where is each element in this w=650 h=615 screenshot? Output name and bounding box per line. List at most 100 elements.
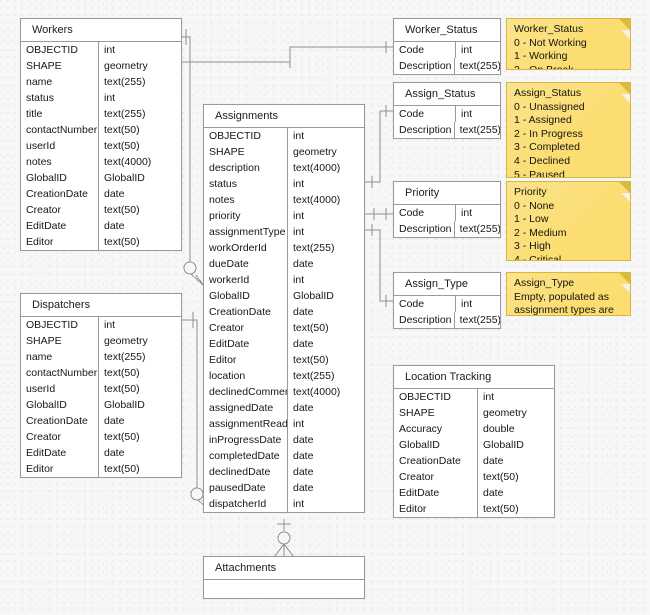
field-type: text(255) bbox=[459, 60, 500, 72]
field-name: assignedDate bbox=[204, 400, 288, 416]
field-name: Creator bbox=[394, 469, 478, 485]
field-name: description bbox=[204, 160, 288, 176]
note-fold-corner-icon bbox=[618, 19, 630, 41]
field-name: SHAPE bbox=[204, 144, 288, 160]
field-type: int bbox=[461, 298, 473, 310]
field-type: geometry bbox=[293, 146, 337, 158]
field-type: text(50) bbox=[104, 431, 140, 443]
field-name: CreationDate bbox=[394, 453, 478, 469]
field-type: geometry bbox=[104, 335, 148, 347]
field-type: text(255) bbox=[459, 223, 500, 235]
sticky-note-text: Worker_Status 0 - Not Working 1 - Workin… bbox=[514, 23, 587, 70]
field-type: int bbox=[104, 92, 116, 104]
field-type: text(255) bbox=[104, 351, 146, 363]
field-type: int bbox=[461, 207, 473, 219]
sticky-note-note_assign_status[interactable]: Assign_Status 0 - Unassigned 1 - Assigne… bbox=[506, 82, 631, 178]
field-row: Description text(255) bbox=[394, 221, 500, 237]
field-type: text(50) bbox=[483, 471, 519, 483]
sticky-note-note_worker_status[interactable]: Worker_Status 0 - Not Working 1 - Workin… bbox=[506, 18, 631, 70]
field-name: GlobalID bbox=[21, 397, 99, 413]
field-name: contactNumber bbox=[21, 122, 99, 138]
field-type: geometry bbox=[483, 407, 527, 419]
field-type: text(50) bbox=[104, 124, 140, 136]
note-fold-corner-icon bbox=[618, 273, 630, 295]
field-name: declinedDate bbox=[204, 464, 288, 480]
note-fold-corner-inner-icon bbox=[621, 30, 630, 41]
sticky-note-note_assign_type[interactable]: Assign_Type Empty, populated as assignme… bbox=[506, 272, 631, 316]
field-name: contactNumber bbox=[21, 365, 99, 381]
field-type: int bbox=[461, 108, 473, 120]
field-name: Description bbox=[394, 122, 455, 138]
connector-workers-worker-status bbox=[182, 41, 393, 68]
field-type: date bbox=[293, 450, 314, 462]
sticky-note-text: Assign_Type Empty, populated as assignme… bbox=[514, 277, 614, 316]
field-type: text(255) bbox=[104, 108, 146, 120]
field-row: contactNumber text(50) bbox=[21, 122, 181, 138]
field-type: date bbox=[483, 487, 504, 499]
sticky-note-note_priority[interactable]: Priority 0 - None 1 - Low 2 - Medium 3 -… bbox=[506, 181, 631, 261]
field-name: Code bbox=[394, 106, 456, 122]
entity-table-title-attachments: Attachments bbox=[204, 557, 364, 580]
field-type bbox=[359, 580, 364, 598]
sticky-note-text: Priority 0 - None 1 - Low 2 - Medium 3 -… bbox=[514, 186, 567, 261]
field-type: int bbox=[293, 226, 305, 238]
field-type: text(50) bbox=[104, 463, 140, 475]
field-name: EditDate bbox=[21, 218, 99, 234]
field-name: GlobalID bbox=[204, 288, 288, 304]
field-type: text(50) bbox=[104, 140, 140, 152]
entity-table-title-dispatchers: Dispatchers bbox=[21, 294, 181, 317]
field-name: userId bbox=[21, 381, 99, 397]
entity-table-attachments[interactable]: Attachments bbox=[203, 556, 365, 599]
note-fold-corner-inner-icon bbox=[621, 94, 630, 105]
field-name: Description bbox=[394, 221, 455, 237]
field-type: int bbox=[293, 274, 305, 286]
field-name: Code bbox=[394, 205, 456, 221]
field-type: date bbox=[293, 306, 314, 318]
field-name: SHAPE bbox=[21, 333, 99, 349]
field-type: date bbox=[104, 220, 125, 232]
field-name: name bbox=[21, 74, 99, 90]
field-name: Accuracy bbox=[394, 421, 478, 437]
field-type: int bbox=[104, 44, 116, 56]
field-type: text(50) bbox=[483, 503, 519, 515]
field-name: Editor bbox=[21, 234, 99, 250]
field-name: Editor bbox=[204, 352, 288, 368]
note-fold-corner-icon bbox=[618, 182, 630, 204]
